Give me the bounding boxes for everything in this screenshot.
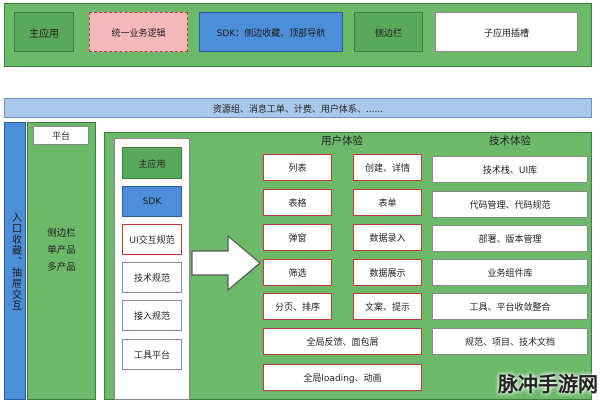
platform-header-label: 平台 (51, 132, 70, 142)
ux-item: 弹窗 (263, 224, 332, 251)
top-sub-app-slot-label: 子应用插槽 (483, 28, 529, 39)
top-sdk-label: SDK：侧边收藏、顶部导航 (216, 28, 326, 39)
platform-line: 多产品 (47, 262, 76, 273)
top-unified-logic: 统一业务逻辑 (89, 12, 188, 52)
ux-wide-item-label: 全局loading、动画 (303, 374, 382, 384)
ux-item: 筛选 (263, 259, 332, 286)
platform-line: 单产品 (47, 245, 76, 256)
ux-item-label: 分页、排序 (274, 303, 320, 313)
platform-header: 平台 (33, 126, 89, 145)
stack-access-spec-label: 接入规范 (133, 312, 170, 322)
tech-item: 业务组件库 (432, 259, 588, 286)
stack-tech-spec: 技术规范 (122, 262, 182, 293)
stack-main-app: 主应用 (122, 147, 182, 179)
resource-bar-label: 资源组、消息工单、计费、用户体系、...... (212, 104, 384, 115)
stack-tool-platform-label: 工具平台 (133, 351, 170, 361)
tech-item-label: 代码管理、代码规范 (469, 201, 551, 211)
ux-item-label: 表格 (288, 199, 307, 209)
ux-item: 列表 (263, 154, 332, 181)
resource-bar: 资源组、消息工单、计费、用户体系、...... (4, 98, 592, 118)
top-sidebar: 侧边栏 (354, 12, 423, 52)
top-unified-logic-label: 统一业务逻辑 (111, 28, 166, 39)
tech-item-label: 技术栈、UI库 (482, 166, 538, 176)
tech-item-label: 规范、项目、技术文档 (464, 338, 555, 348)
tech-item: 技术栈、UI库 (432, 156, 588, 183)
tech-item: 工具、平台收敛整合 (432, 293, 588, 320)
tech-item-label: 部署、版本管理 (478, 235, 542, 245)
ux-item-label: 弹窗 (288, 234, 307, 244)
top-main-app: 主应用 (14, 12, 74, 52)
ux-item: 创建、详情 (353, 154, 422, 181)
stack-main-app-label: 主应用 (138, 159, 166, 170)
platform-line: 侧边栏 (47, 228, 76, 239)
ux-item: 数据展示 (353, 259, 422, 286)
stack-ui-spec: UI交互规范 (122, 224, 182, 255)
tech-item: 部署、版本管理 (432, 225, 588, 252)
stack-sdk: SDK (122, 186, 182, 217)
stack-tool-platform: 工具平台 (122, 339, 182, 370)
stack-tech-spec-label: 技术规范 (133, 274, 170, 284)
platform-column (27, 122, 96, 400)
ux-item-label: 创建、详情 (364, 164, 410, 174)
left-entry-text: 入口收藏、抽屉交互 (9, 211, 21, 311)
ux-wide-item: 全局反馈、面包屑 (263, 328, 422, 355)
tech-item: 规范、项目、技术文档 (432, 328, 588, 355)
tech-experience-title: 技术体验 (432, 133, 588, 147)
ux-item-label: 表单 (378, 199, 397, 209)
ux-item-label: 列表 (288, 164, 307, 174)
watermark-text: 脉冲手游网 (498, 372, 598, 396)
ux-item: 表格 (263, 189, 332, 216)
user-experience-title-label: 用户体验 (321, 134, 363, 147)
user-experience-title: 用户体验 (262, 133, 422, 147)
tech-item: 代码管理、代码规范 (432, 191, 588, 218)
ux-item-label: 数据录入 (369, 234, 406, 244)
top-sidebar-label: 侧边栏 (374, 28, 402, 39)
tech-item-label: 业务组件库 (487, 269, 533, 279)
watermark: 脉冲手游网 (470, 368, 598, 400)
top-sdk: SDK：侧边收藏、顶部导航 (199, 12, 343, 52)
ux-wide-item: 全局loading、动画 (263, 364, 422, 391)
ux-item: 数据录入 (353, 224, 422, 251)
ux-item: 分页、排序 (263, 293, 332, 320)
stack-sdk-label: SDK (142, 196, 162, 207)
ux-item-label: 文案、提示 (364, 303, 410, 313)
ux-wide-item-label: 全局反馈、面包屑 (306, 338, 379, 348)
tech-item-label: 工具、平台收敛整合 (469, 303, 551, 313)
stack-access-spec: 接入规范 (122, 300, 182, 331)
top-main-app-label: 主应用 (29, 28, 59, 40)
tech-experience-title-label: 技术体验 (489, 134, 531, 147)
left-entry-column: 入口收藏、抽屉交互 (4, 122, 26, 400)
right-arrow-icon (191, 234, 261, 292)
stack-ui-spec-label: UI交互规范 (129, 236, 175, 246)
ux-item: 文案、提示 (353, 293, 422, 320)
ux-item: 表单 (353, 189, 422, 216)
platform-lines: 侧边栏 单产品 多产品 (27, 225, 96, 276)
ux-item-label: 数据展示 (369, 269, 406, 279)
ux-item-label: 筛选 (288, 269, 307, 279)
top-sub-app-slot: 子应用插槽 (435, 12, 578, 52)
